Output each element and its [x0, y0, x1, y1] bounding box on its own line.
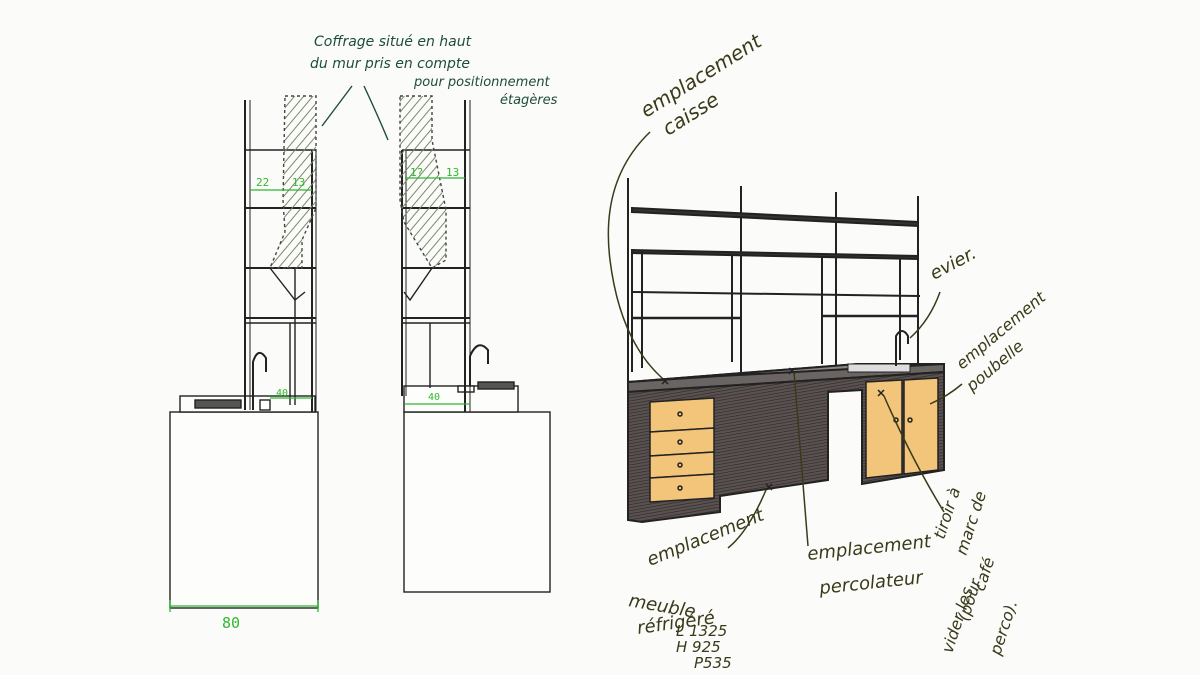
perspective-drawer-unit: [649, 397, 715, 503]
elevation-note-line3: pour positionnement: [413, 75, 551, 90]
perspective-leaders: [607, 131, 963, 549]
left-shelf-dim-a: 22: [256, 176, 269, 189]
left-counter-dim: 40: [276, 388, 288, 399]
elevation-note: Coffrage situé en haut du mur pris en co…: [310, 34, 558, 141]
label-meuble-line5: H 925: [676, 638, 721, 656]
perspective-markers: [661, 367, 885, 491]
perspective-sink: [847, 363, 911, 373]
left-hatched-bulkhead: [268, 95, 317, 269]
elevation-note-line1: Coffrage situé en haut: [314, 34, 472, 50]
elevation-note-line4: étagères: [500, 93, 558, 108]
right-hatched-bulkhead: [399, 95, 447, 269]
left-elevation: [169, 95, 319, 609]
right-elevation: [399, 95, 551, 593]
perspective-view: [627, 178, 945, 524]
right-shelf-dim-a: 1?: [410, 166, 423, 179]
label-meuble-line6: P535: [694, 654, 732, 672]
left-dimensions: [169, 189, 319, 612]
label-percolateur-line1: emplacement: [806, 531, 933, 565]
label-percolateur-line2: percolateur: [817, 567, 925, 599]
label-evier: evier.: [926, 243, 979, 285]
perspective-labels: emplacement caisse evier. emplacement po…: [627, 28, 1050, 672]
right-cabinet: [403, 411, 551, 593]
right-dimensions: [405, 177, 470, 405]
left-tap-base: [259, 399, 271, 411]
perspective-faucet: [895, 330, 909, 366]
left-cabinet: [169, 411, 319, 609]
perspective-door-unit: [865, 377, 939, 479]
elevation-note-line2: du mur pris en compte: [310, 56, 470, 72]
left-faucet: [252, 351, 267, 410]
left-sink-drainer: [194, 399, 242, 409]
left-width-dim: 80: [222, 614, 240, 632]
right-shelf-dim-b: 13: [446, 166, 459, 179]
right-counter-dim: 40: [428, 392, 440, 403]
label-tiroir-line6: perco).: [985, 598, 1021, 659]
label-meuble-line4: L 1325: [676, 622, 727, 640]
left-shelf-dim-b: 13: [292, 176, 305, 189]
